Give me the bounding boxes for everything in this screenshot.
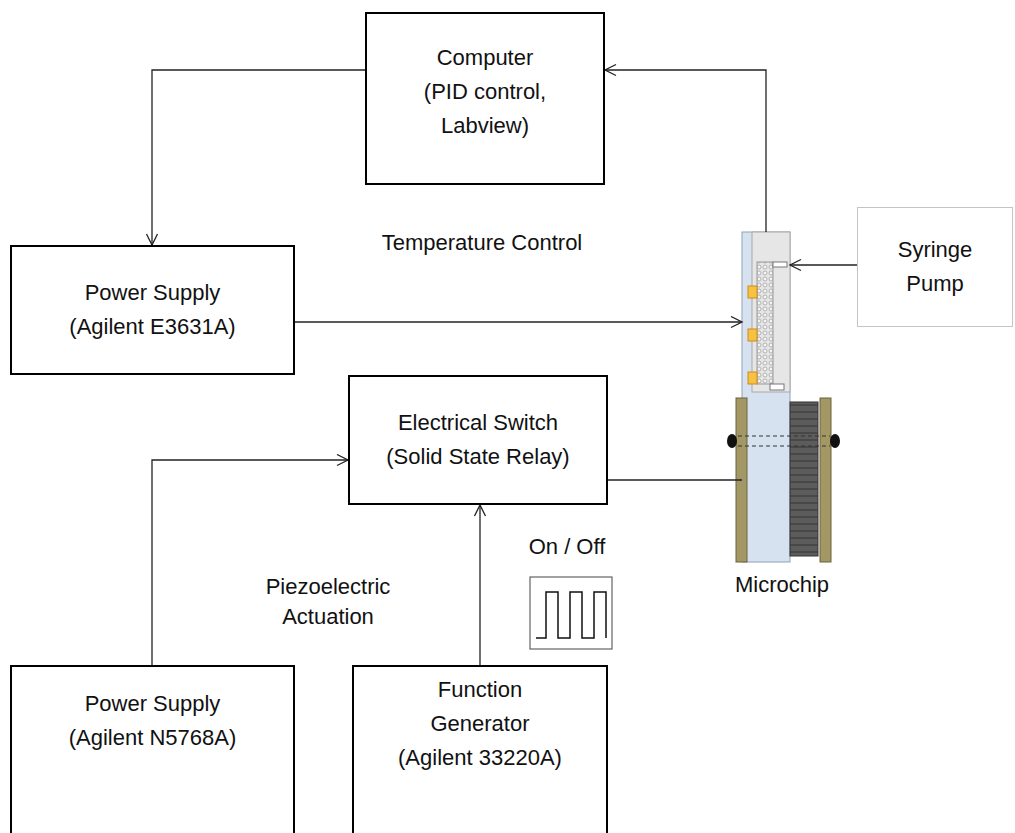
box-label: Computer (PID control, Labview) (415, 41, 555, 143)
process-box: Electrical Switch (Solid State Relay) (348, 375, 608, 505)
heater-pad (748, 329, 757, 341)
bolt-shaft (738, 436, 830, 437)
signal-connector (479, 505, 480, 665)
outlet-port (770, 384, 784, 390)
clamp-plate (820, 398, 831, 562)
device-node: Microchip (742, 232, 790, 562)
box-label: Syringe Pump (885, 233, 985, 301)
box-label: Power Supply (Agilent E3631A) (63, 276, 243, 344)
heater-pad (748, 286, 757, 298)
process-box: Power Supply (Agilent E3631A) (10, 245, 295, 375)
section-label: Temperature Control (379, 228, 586, 258)
waveform-frame (530, 577, 612, 649)
bolt-shaft (738, 446, 830, 447)
signal-connector (152, 70, 365, 245)
glass-substrate (742, 232, 790, 562)
process-box: Computer (PID control, Labview) (365, 12, 605, 185)
bead-channel (757, 262, 773, 384)
process-box: Power Supply (Agilent N5768A) (10, 665, 295, 833)
box-label: Microchip (702, 568, 862, 602)
signal-connector (605, 70, 766, 232)
process-box: Syringe Pump (857, 207, 1013, 327)
bolt-head (727, 434, 737, 448)
chip-layer (752, 232, 790, 392)
signal-connector (608, 479, 742, 480)
signal-connector (152, 460, 348, 665)
section-label: Piezoelectric Actuation (238, 572, 419, 632)
heater-pad (748, 372, 757, 384)
box-label: Power Supply (Agilent N5768A) (63, 687, 243, 755)
box-label: Electrical Switch (Solid State Relay) (378, 406, 578, 474)
box-label: Function Generator (Agilent 33220A) (395, 673, 565, 775)
inlet-port (773, 262, 787, 267)
edge-label: On / Off (526, 532, 609, 562)
piezo-stack (790, 402, 818, 556)
signal-connector (790, 264, 857, 265)
bolt-nut (830, 434, 840, 448)
signal-connector (295, 321, 742, 322)
process-box: Function Generator (Agilent 33220A) (352, 665, 608, 833)
square-wave (536, 592, 606, 638)
